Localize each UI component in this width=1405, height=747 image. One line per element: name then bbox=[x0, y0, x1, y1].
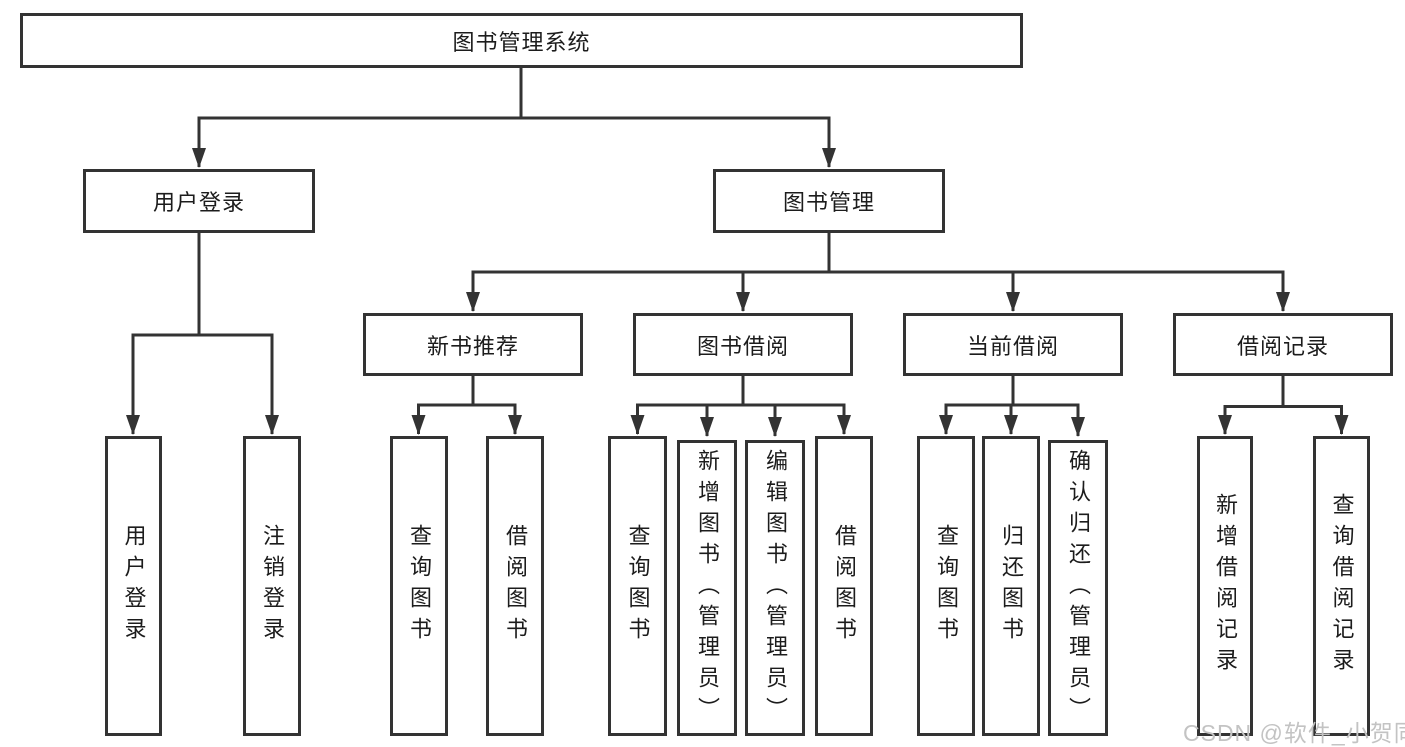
node-label: 查询图书 bbox=[407, 524, 432, 648]
node-label: 编辑图书（管理员） bbox=[763, 448, 788, 728]
node-label: 借阅图书 bbox=[832, 524, 857, 648]
leaf-confirm-return-admin: 确认归还（管理员） bbox=[1048, 440, 1108, 736]
node-label: 借阅图书 bbox=[503, 524, 528, 648]
node-label: 图书借阅 bbox=[696, 333, 789, 359]
csdn-watermark: CSDN @软件_小贺同学 bbox=[1183, 720, 1405, 746]
leaf-query-books-3: 查询图书 bbox=[917, 436, 975, 736]
leaf-add-borrow-record: 新增借阅记录 bbox=[1197, 436, 1253, 736]
node-current-borrow: 当前借阅 bbox=[903, 313, 1123, 376]
node-label: 新增借阅记录 bbox=[1213, 493, 1238, 679]
node-label: 图书管理系统 bbox=[452, 29, 591, 55]
node-label: 用户登录 bbox=[121, 524, 147, 648]
node-root-library-system: 图书管理系统 bbox=[20, 13, 1023, 68]
node-label: 当前借阅 bbox=[966, 333, 1059, 359]
node-label: 新增图书（管理员） bbox=[695, 448, 720, 728]
node-user-login: 用户登录 bbox=[83, 169, 315, 233]
node-new-book-recommend: 新书推荐 bbox=[363, 313, 583, 376]
leaf-logout: 注销登录 bbox=[243, 436, 301, 736]
node-label: 归还图书 bbox=[999, 524, 1024, 648]
node-borrow-records: 借阅记录 bbox=[1173, 313, 1393, 376]
leaf-borrow-books-1: 借阅图书 bbox=[486, 436, 544, 736]
leaf-query-books-2: 查询图书 bbox=[608, 436, 667, 736]
leaf-add-books-admin: 新增图书（管理员） bbox=[677, 440, 737, 736]
node-label: 新书推荐 bbox=[426, 333, 519, 359]
node-book-management: 图书管理 bbox=[713, 169, 945, 233]
leaf-return-books: 归还图书 bbox=[982, 436, 1040, 736]
node-label: 查询图书 bbox=[934, 524, 959, 648]
leaf-query-books-1: 查询图书 bbox=[390, 436, 448, 736]
leaf-edit-books-admin: 编辑图书（管理员） bbox=[745, 440, 805, 736]
node-book-borrow: 图书借阅 bbox=[633, 313, 853, 376]
node-label: 借阅记录 bbox=[1236, 333, 1329, 359]
node-label: 查询借阅记录 bbox=[1329, 493, 1355, 679]
leaf-borrow-books-2: 借阅图书 bbox=[815, 436, 873, 736]
node-label: 确认归还（管理员） bbox=[1066, 448, 1091, 728]
node-label: 查询图书 bbox=[625, 524, 651, 648]
node-label: 注销登录 bbox=[260, 524, 285, 648]
node-label: 用户登录 bbox=[152, 190, 245, 215]
leaf-user-login: 用户登录 bbox=[105, 436, 162, 736]
leaf-query-borrow-record: 查询借阅记录 bbox=[1313, 436, 1370, 736]
node-label: 图书管理 bbox=[782, 190, 875, 215]
